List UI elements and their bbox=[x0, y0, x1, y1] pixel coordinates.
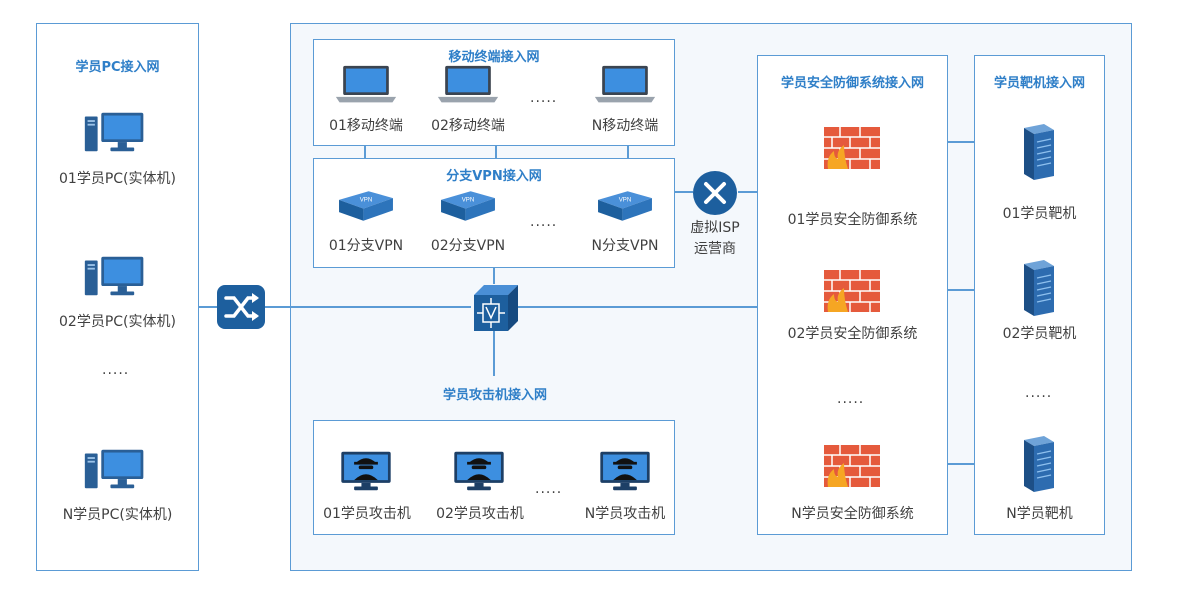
core-switch-icon bbox=[470, 283, 520, 333]
virtual-isp-label: 虚拟ISP bbox=[690, 220, 740, 236]
server-icon bbox=[1018, 258, 1058, 318]
defense-system-label: N学员安全防御系统 bbox=[791, 506, 914, 522]
firewall-icon bbox=[822, 125, 882, 171]
pc-to-switch-link bbox=[199, 306, 221, 308]
core-to-defense-link bbox=[517, 306, 757, 308]
target-machine-label: 01学员靶机 bbox=[1002, 206, 1077, 222]
defense-system-label: 01学员安全防御系统 bbox=[787, 212, 918, 228]
target-machine-ellipsis: ..... bbox=[1025, 385, 1053, 401]
student-pc-label: N学员PC(实体机) bbox=[62, 507, 173, 523]
branch-vpn-label: 02分支VPN bbox=[430, 238, 506, 254]
mobile-to-vpn-link bbox=[495, 146, 497, 159]
student-pc-label: 01学员PC(实体机) bbox=[59, 171, 176, 187]
firewall-icon bbox=[822, 268, 882, 314]
mobile-terminal-label: 02移动终端 bbox=[431, 118, 505, 134]
mobile-to-vpn-link bbox=[364, 146, 366, 159]
student-pc-network-title: 学员PC接入网 bbox=[75, 60, 160, 75]
server-icon bbox=[1018, 434, 1058, 494]
mobile-to-vpn-link bbox=[627, 146, 629, 159]
defense-to-target-link bbox=[882, 289, 1018, 291]
core-to-attacker-link bbox=[493, 331, 495, 376]
desktop-pc-icon bbox=[83, 110, 147, 154]
laptop-icon bbox=[593, 64, 657, 106]
desktop-pc-icon bbox=[83, 254, 147, 298]
target-machine-label: N学员靶机 bbox=[1006, 506, 1073, 522]
router-icon bbox=[692, 170, 738, 216]
mobile-terminal-network-title: 移动终端接入网 bbox=[448, 50, 540, 65]
attacker-ellipsis: ..... bbox=[535, 481, 563, 497]
defense-to-target-link bbox=[882, 463, 1018, 465]
student-pc-network-panel bbox=[36, 23, 199, 571]
student-pc-label: 02学员PC(实体机) bbox=[59, 314, 176, 330]
branch-vpn-label: 01分支VPN bbox=[328, 238, 404, 254]
student-pc-ellipsis: ..... bbox=[102, 362, 130, 378]
mobile-terminal-ellipsis: ..... bbox=[530, 90, 558, 106]
vpn-device-icon bbox=[593, 186, 657, 226]
defense-to-target-link bbox=[882, 141, 1018, 143]
server-icon bbox=[1018, 122, 1058, 182]
switch-to-core-link bbox=[263, 306, 471, 308]
defense-system-ellipsis: ..... bbox=[837, 391, 865, 407]
vpn-to-isp-link bbox=[673, 191, 693, 193]
isp-to-defense-link bbox=[738, 191, 757, 193]
branch-vpn-network-title: 分支VPN接入网 bbox=[446, 169, 542, 184]
branch-vpn-ellipsis: ..... bbox=[530, 214, 558, 230]
branch-vpn-label: N分支VPN bbox=[591, 238, 659, 254]
target-network-title: 学员靶机接入网 bbox=[993, 76, 1085, 91]
laptop-icon bbox=[436, 64, 500, 106]
firewall-icon bbox=[822, 443, 882, 489]
hacker-monitor-icon bbox=[593, 449, 657, 493]
defense-system-label: 02学员安全防御系统 bbox=[787, 326, 918, 342]
virtual-isp-label: 运营商 bbox=[694, 241, 736, 257]
mobile-terminal-label: 01移动终端 bbox=[329, 118, 403, 134]
attacker-label: 02学员攻击机 bbox=[436, 506, 524, 522]
hacker-monitor-icon bbox=[447, 449, 511, 493]
vpn-device-icon bbox=[436, 186, 500, 226]
hacker-monitor-icon bbox=[334, 449, 398, 493]
laptop-icon bbox=[334, 64, 398, 106]
mobile-terminal-label: N移动终端 bbox=[591, 118, 659, 134]
core-to-vpn-link bbox=[493, 268, 495, 284]
defense-system-network-title: 学员安全防御系统接入网 bbox=[780, 76, 924, 91]
attacker-label: N学员攻击机 bbox=[584, 506, 666, 522]
attacker-network-title: 学员攻击机接入网 bbox=[442, 388, 547, 403]
target-machine-label: 02学员靶机 bbox=[1002, 326, 1077, 342]
switch-icon bbox=[216, 284, 266, 330]
vpn-device-icon bbox=[334, 186, 398, 226]
desktop-pc-icon bbox=[83, 447, 147, 491]
attacker-label: 01学员攻击机 bbox=[323, 506, 411, 522]
